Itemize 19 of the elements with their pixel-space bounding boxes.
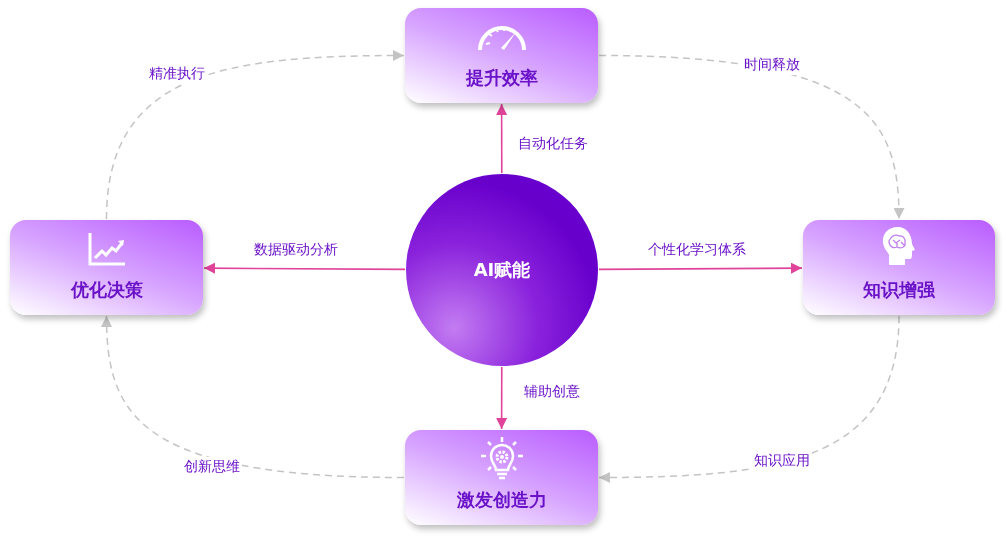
outcome-card	[405, 8, 598, 103]
outcome-card	[10, 220, 203, 315]
hub-title: AI赋能	[473, 258, 531, 282]
card-title: 激发创造力	[456, 489, 547, 510]
arrow	[598, 262, 803, 274]
outcome-card	[405, 430, 598, 525]
edge-label: 精准执行	[147, 64, 207, 84]
arrow	[496, 366, 508, 430]
arrow	[496, 103, 508, 174]
arrow	[203, 262, 406, 274]
edge-label: 知识应用	[752, 451, 812, 471]
card-title: 知识增强	[863, 279, 935, 300]
edge-label: 时间释放	[742, 55, 802, 75]
dashed-arrow	[105, 50, 405, 220]
dashed-arrow	[598, 54, 905, 220]
card-title: 优化决策	[70, 279, 143, 300]
dashed-arrow	[101, 315, 405, 479]
card-title: 提升效率	[465, 67, 538, 88]
outcome-card	[803, 220, 995, 315]
